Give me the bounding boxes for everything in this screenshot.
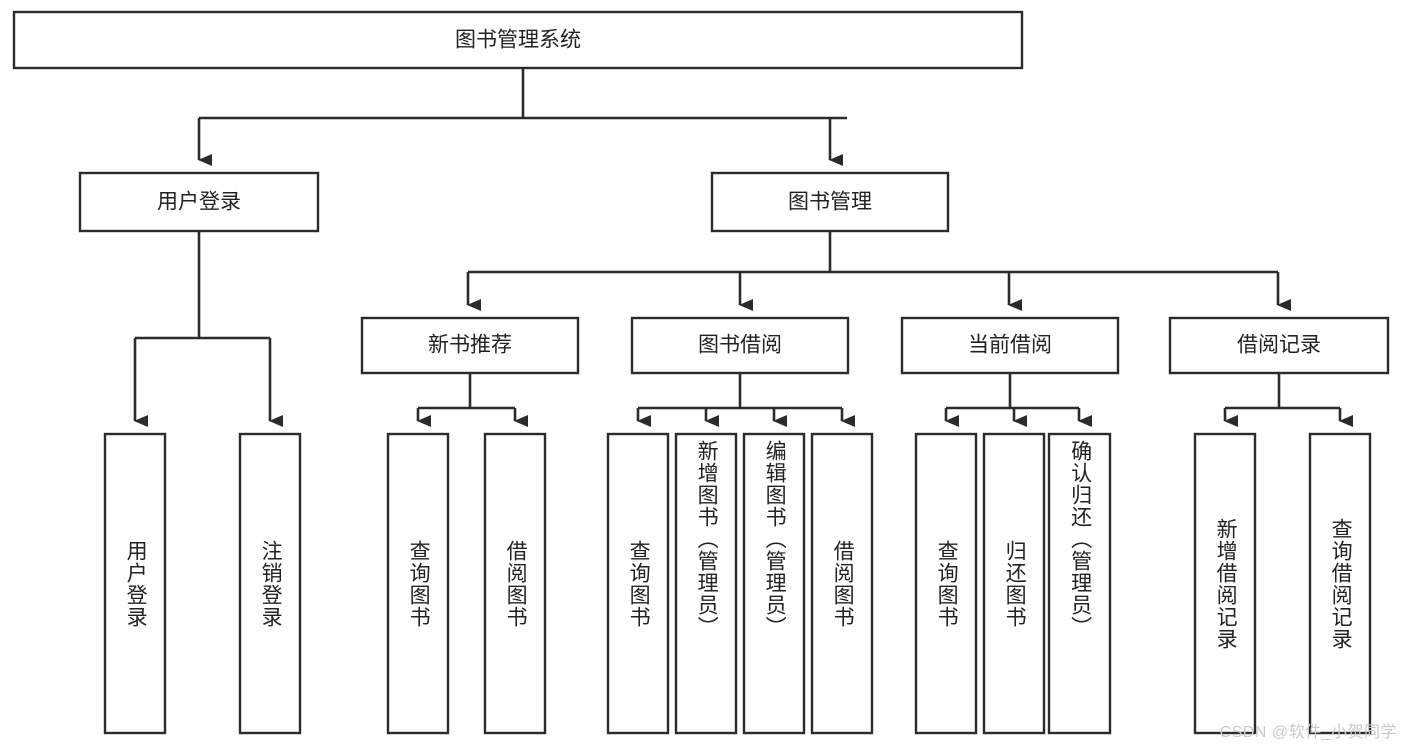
node-box-leaf-add-record[interactable]	[1193, 432, 1257, 735]
node-box-leaf-return-book[interactable]	[982, 432, 1046, 735]
node-label-current-borrow: 当前借阅	[968, 334, 1052, 357]
node-box-leaf-query-book-1[interactable]	[386, 432, 450, 735]
csdn-watermark: CSDN @软件_小贺同学	[1219, 724, 1397, 741]
node-box-leaf-add-book[interactable]	[674, 432, 738, 735]
node-box-current-borrow[interactable]	[900, 316, 1120, 375]
node-box-root[interactable]	[12, 10, 1024, 70]
node-label-root: 图书管理系统	[455, 29, 581, 52]
node-box-leaf-query-book-2[interactable]	[606, 432, 670, 735]
connector-book-manage-to-level3	[466, 231, 1291, 311]
node-box-leaf-query-book-3[interactable]	[914, 432, 978, 735]
node-box-new-book-recommend[interactable]	[360, 316, 580, 375]
node-label-book-manage: 图书管理	[788, 191, 872, 214]
connector-book-borrow-to-leaves	[636, 373, 855, 427]
connector-current-borrow-to-leaves	[944, 373, 1092, 427]
connector-user-login-to-leaves	[133, 231, 283, 427]
node-label-book-borrow: 图书借阅	[698, 334, 782, 357]
node-box-leaf-borrow-book-1[interactable]	[483, 432, 547, 735]
connector-root-to-level2	[197, 68, 847, 166]
node-label-user-login: 用户登录	[157, 191, 241, 214]
connector-new-book-recommend-to-leaves	[416, 373, 528, 427]
node-label-borrow-record: 借阅记录	[1237, 334, 1321, 357]
node-box-leaf-query-record[interactable]	[1308, 432, 1372, 735]
node-box-leaf-borrow-book-2[interactable]	[810, 432, 874, 735]
node-label-new-book-recommend: 新书推荐	[428, 334, 512, 357]
node-box-leaf-edit-book[interactable]	[742, 432, 806, 735]
node-box-book-manage[interactable]	[710, 171, 950, 233]
connector-borrow-record-to-leaves	[1223, 373, 1353, 427]
node-box-book-borrow[interactable]	[630, 316, 850, 375]
node-box-leaf-logout[interactable]	[238, 432, 302, 735]
node-box-leaf-user-login[interactable]	[103, 432, 167, 735]
node-box-leaf-confirm-return[interactable]	[1047, 432, 1112, 735]
node-box-borrow-record[interactable]	[1168, 316, 1390, 375]
node-box-user-login[interactable]	[78, 171, 320, 233]
